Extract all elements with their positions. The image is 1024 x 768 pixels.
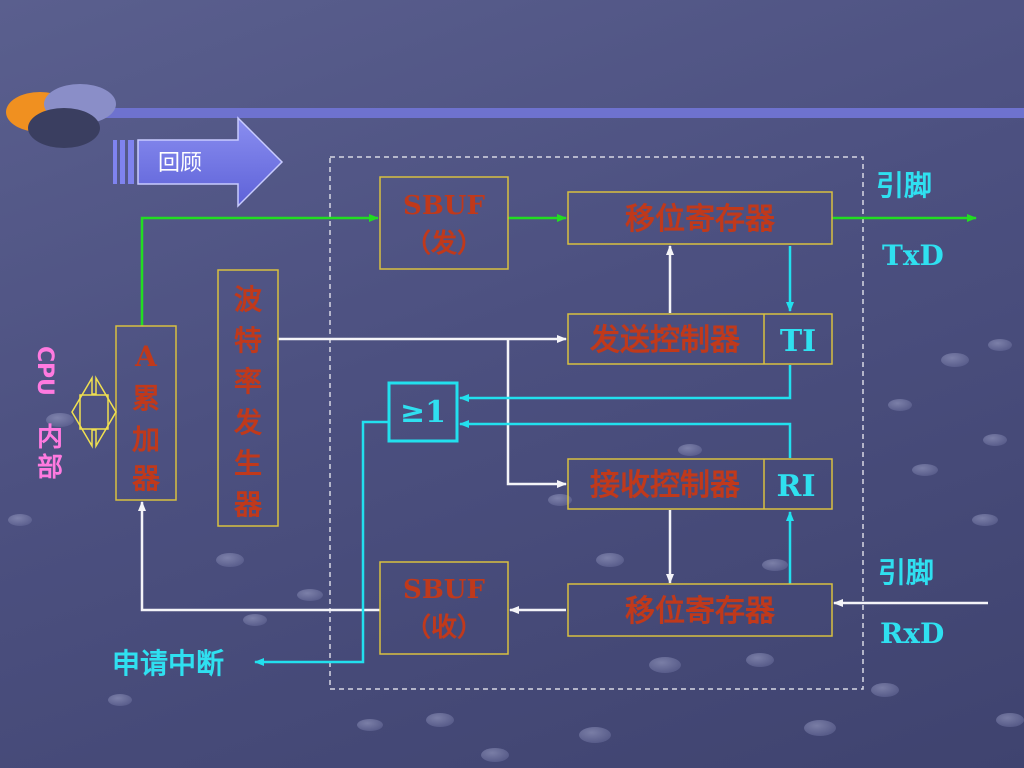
tx-pin-label: 引脚	[876, 169, 932, 202]
accumulator-char: 加	[132, 423, 160, 456]
line-acc-to-sbuf-send	[140, 214, 379, 326]
sbuf-receive-line2: （收）	[405, 613, 483, 643]
line-baud-to-recv-ctrl	[506, 339, 567, 488]
cpu-bus-double-arrow-icon	[71, 375, 117, 449]
shift-register-receive-label: 移位寄存器	[625, 594, 776, 629]
background-dots	[8, 339, 1024, 762]
line-ti-to-or	[459, 365, 792, 402]
cpu-label-char: C	[32, 346, 57, 362]
accumulator-char: A	[134, 340, 158, 373]
shift-register-receive-block: 移位寄存器	[567, 583, 833, 637]
sbuf-send-line2: （发）	[405, 228, 483, 259]
review-arrow-icon	[137, 116, 284, 208]
sbuf-receive-block: SBUF （收）	[379, 561, 509, 655]
cpu-label-char: 内	[37, 423, 63, 453]
receive-controller-block: 接收控制器 RI	[567, 458, 833, 510]
send-controller-label: 发送控制器	[589, 323, 741, 358]
review-arrow-stripe	[113, 140, 117, 184]
rxd-label: RxD	[880, 617, 944, 650]
or-gate-label: ≥1	[400, 395, 446, 430]
line-or-to-interrupt	[254, 420, 388, 666]
review-button[interactable]: 回顾	[113, 116, 284, 208]
accumulator-char: 器	[131, 462, 161, 495]
ti-flag: TI	[780, 324, 816, 359]
txd-label: TxD	[882, 239, 944, 272]
send-controller-block: 发送控制器 TI	[567, 313, 833, 365]
sbuf-receive-line1: SBUF	[403, 575, 485, 605]
sbuf-send-line1: SBUF	[403, 191, 485, 221]
baud-char: 发	[233, 406, 262, 439]
baud-char: 率	[234, 365, 262, 398]
or-gate-block: ≥1	[387, 381, 459, 443]
shift-register-send-label: 移位寄存器	[625, 202, 776, 237]
cpu-label-char: 部	[37, 453, 63, 483]
review-arrow-stripe	[120, 140, 125, 184]
cpu-label-char: U	[32, 378, 57, 396]
ri-flag: RI	[777, 469, 816, 504]
line-ri-to-or	[459, 420, 792, 458]
accumulator-char: 累	[132, 382, 160, 415]
baud-char: 特	[234, 324, 262, 357]
accumulator-block: A 累 加 器	[115, 325, 177, 501]
cpu-internal-label: C P U	[32, 346, 57, 396]
shift-register-send-block: 移位寄存器	[567, 191, 833, 245]
header-decoration	[6, 84, 1024, 148]
baud-char: 生	[234, 447, 262, 480]
rx-pin-label: 引脚	[878, 556, 934, 589]
line-sbuf-recv-to-acc	[138, 501, 380, 612]
baud-rate-generator-block: 波 特 率 发 生 器	[217, 269, 279, 527]
interrupt-request-label: 申请中断	[112, 647, 224, 680]
review-arrow-stripe	[128, 140, 134, 184]
receive-controller-label: 接收控制器	[590, 468, 741, 503]
serial-port-boundary	[329, 156, 864, 690]
review-label: 回顾	[158, 151, 202, 176]
baud-char: 波	[234, 283, 263, 316]
baud-char: 器	[233, 488, 263, 521]
sbuf-send-block: SBUF （发）	[379, 176, 509, 270]
cpu-label-char: P	[32, 362, 57, 378]
